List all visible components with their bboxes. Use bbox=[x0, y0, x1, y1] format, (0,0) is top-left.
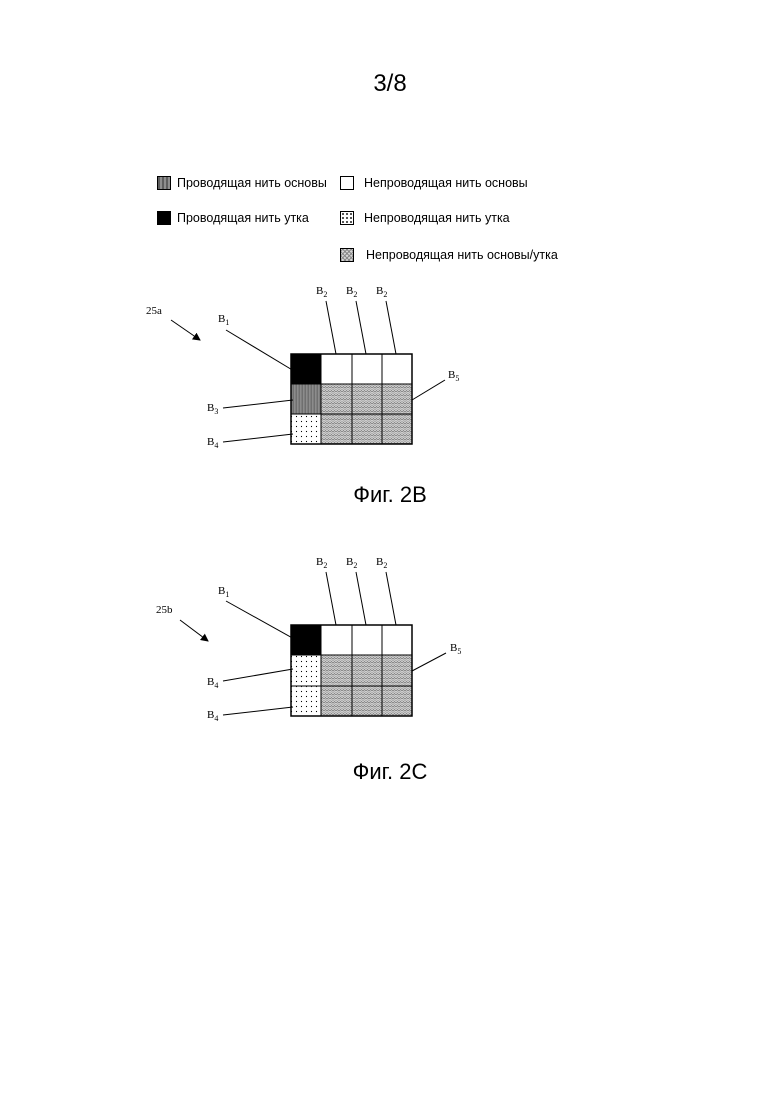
label-b1: B1 bbox=[218, 585, 229, 599]
cell-nonconductive-warp-weft bbox=[382, 655, 412, 686]
cell-nonconductive-weft bbox=[291, 655, 321, 686]
leader-b5 bbox=[412, 380, 445, 400]
cell-nonconductive-warp-weft bbox=[321, 686, 352, 716]
nonconductive-weft-swatch-icon bbox=[340, 211, 354, 225]
leader-b2 bbox=[356, 301, 366, 354]
label-b3: B3 bbox=[207, 402, 218, 416]
nonconductive-warp-weft-swatch-icon bbox=[340, 248, 354, 262]
leader-b2 bbox=[356, 572, 366, 625]
cell-nonconductive-warp-weft bbox=[382, 686, 412, 716]
cell-nonconductive-warp bbox=[382, 625, 412, 655]
cell-nonconductive-warp-weft bbox=[352, 384, 382, 414]
cell-nonconductive-weft bbox=[291, 414, 321, 444]
legend-item-nonconductive-warp: Непроводящая нить основы bbox=[340, 174, 528, 192]
cell-nonconductive-warp-weft bbox=[352, 414, 382, 444]
leader-b5 bbox=[412, 653, 446, 671]
leader-b4 bbox=[223, 434, 293, 442]
label-b4: B4 bbox=[207, 676, 218, 690]
cell-nonconductive-warp-weft bbox=[352, 686, 382, 716]
cell-nonconductive-warp bbox=[352, 625, 382, 655]
leader-b1 bbox=[226, 601, 296, 640]
weave-diagram-2c: 25b B1 B2 B2 B2 B5 B4 B4 bbox=[0, 545, 780, 735]
cell-nonconductive-warp bbox=[321, 625, 352, 655]
label-b5: B5 bbox=[448, 369, 459, 383]
page-number: 3/8 bbox=[0, 70, 780, 98]
cell-nonconductive-warp bbox=[382, 354, 412, 384]
cell-nonconductive-warp-weft bbox=[321, 384, 352, 414]
label-b2: B2 bbox=[346, 285, 357, 299]
label-b2: B2 bbox=[316, 285, 327, 299]
label-b2: B2 bbox=[376, 285, 387, 299]
conductive-warp-swatch-icon bbox=[157, 176, 171, 190]
cell-nonconductive-warp-weft bbox=[352, 655, 382, 686]
figure-ref-label: 25a bbox=[146, 305, 162, 317]
legend-label: Непроводящая нить основы/утка bbox=[366, 248, 558, 262]
cell-nonconductive-warp-weft bbox=[321, 655, 352, 686]
conductive-weft-swatch-icon bbox=[157, 211, 171, 225]
weave-grid bbox=[291, 625, 412, 716]
cell-conductive-weft bbox=[291, 354, 321, 384]
cell-nonconductive-weft bbox=[291, 686, 321, 716]
legend-item-nonconductive-warp-weft: Непроводящая нить основы/утка bbox=[340, 246, 558, 264]
leader-b2 bbox=[326, 572, 336, 625]
cell-conductive-warp bbox=[291, 384, 321, 414]
cell-nonconductive-warp bbox=[321, 354, 352, 384]
legend-item-nonconductive-weft: Непроводящая нить утка bbox=[340, 209, 510, 227]
cell-nonconductive-warp-weft bbox=[321, 414, 352, 444]
figure-ref-label: 25b bbox=[156, 604, 173, 616]
leader-b2 bbox=[386, 572, 396, 625]
leader-b3 bbox=[223, 400, 293, 408]
figure-caption-2c: Фиг. 2C bbox=[0, 759, 780, 785]
leader-b4 bbox=[223, 707, 293, 715]
weave-grid bbox=[291, 354, 412, 444]
label-b2: B2 bbox=[316, 556, 327, 570]
label-b2: B2 bbox=[346, 556, 357, 570]
figure-ref-arrow bbox=[180, 620, 208, 641]
label-b4: B4 bbox=[207, 436, 218, 450]
legend-item-conductive-warp: Проводящая нить основы bbox=[157, 174, 327, 192]
cell-nonconductive-warp bbox=[352, 354, 382, 384]
legend-label: Проводящая нить утка bbox=[177, 211, 309, 225]
leader-b4 bbox=[223, 669, 293, 681]
label-b2: B2 bbox=[376, 556, 387, 570]
cell-nonconductive-warp-weft bbox=[382, 384, 412, 414]
leader-b2 bbox=[326, 301, 336, 354]
leader-b2 bbox=[386, 301, 396, 354]
figure-ref-arrow bbox=[171, 320, 200, 340]
weave-diagram-2b: 25a B1 B2 B2 B2 B5 B3 B4 bbox=[0, 270, 780, 460]
legend-label: Непроводящая нить утка bbox=[364, 211, 510, 225]
label-b4: B4 bbox=[207, 709, 218, 723]
legend-item-conductive-weft: Проводящая нить утка bbox=[157, 209, 309, 227]
nonconductive-warp-swatch-icon bbox=[340, 176, 354, 190]
leader-b1 bbox=[226, 330, 294, 371]
legend-label: Непроводящая нить основы bbox=[364, 176, 528, 190]
label-b5: B5 bbox=[450, 642, 461, 656]
legend-label: Проводящая нить основы bbox=[177, 176, 327, 190]
cell-nonconductive-warp-weft bbox=[382, 414, 412, 444]
figure-caption-2b: Фиг. 2B bbox=[0, 482, 780, 508]
label-b1: B1 bbox=[218, 313, 229, 327]
